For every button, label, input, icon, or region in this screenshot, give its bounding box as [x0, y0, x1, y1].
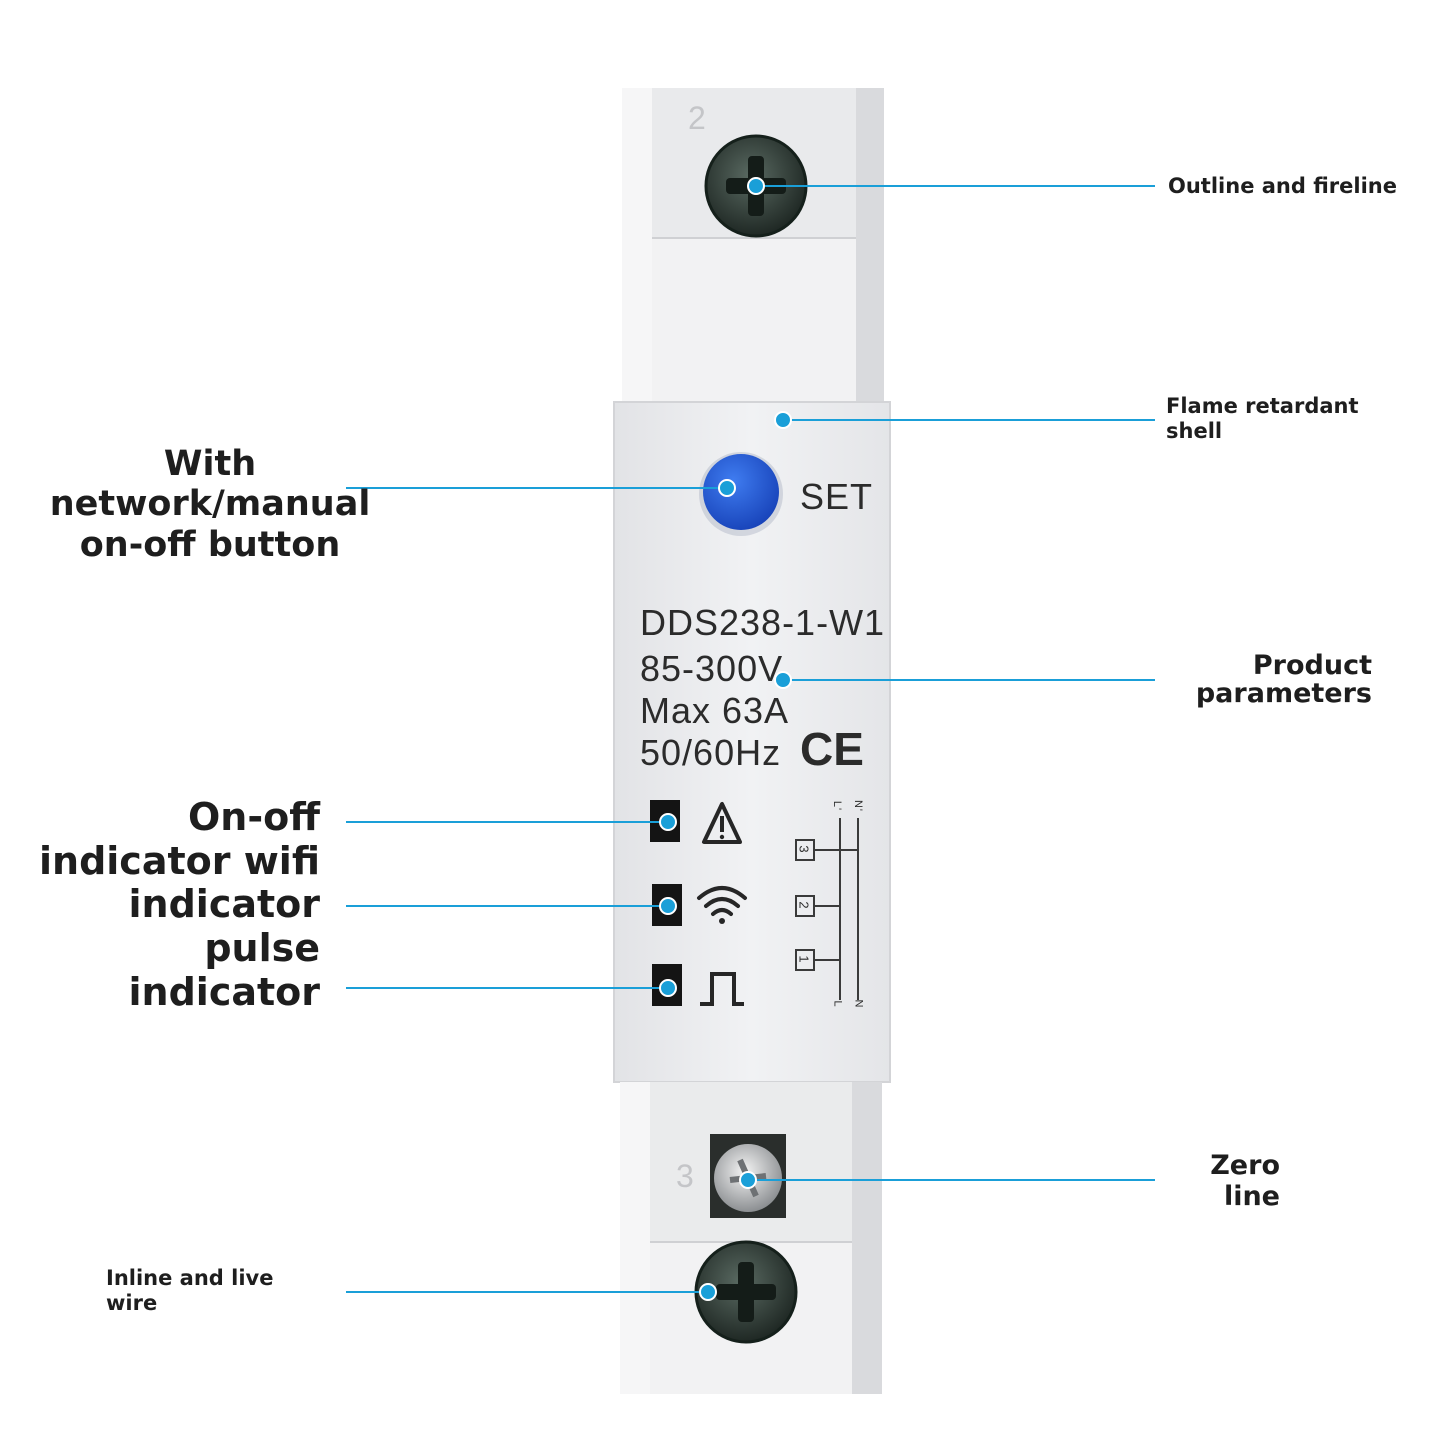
- label-indicators: On-off indicator wifi indicator pulse in…: [38, 795, 320, 1014]
- bottom-terminal-block: [620, 1082, 882, 1394]
- wiring-label-l-bottom: L: [831, 1000, 844, 1008]
- label-product-parameters: Product parameters: [1195, 650, 1372, 710]
- label-set-button: With network/manual on-off button: [49, 444, 371, 565]
- label-inline-live-wire: Inline and live wire: [106, 1266, 274, 1316]
- set-label: SET: [800, 476, 874, 517]
- terminal-number-3: 3: [676, 1158, 695, 1194]
- wifi-icon: [697, 886, 747, 924]
- label-outline-fireline: Outline and fireline: [1168, 174, 1397, 198]
- wiring-diagram: [795, 818, 859, 1000]
- wiring-terminal-1: 1: [796, 955, 812, 964]
- label-flame-retardant-shell: Flame retardant shell: [1166, 394, 1359, 444]
- voltage-rating: 85-300V: [640, 648, 784, 689]
- frequency-rating: 50/60Hz: [640, 732, 782, 773]
- wiring-label-n-top: N': [852, 799, 865, 813]
- label-zero-line: Zero line: [1210, 1150, 1280, 1213]
- wiring-terminal-3: 3: [796, 845, 812, 854]
- wiring-label-l-top: L': [831, 800, 844, 812]
- bottom-screw: [694, 1240, 798, 1344]
- model-number: DDS238-1-W1: [640, 602, 886, 643]
- wiring-terminal-2: 2: [796, 901, 812, 910]
- callout-dots: [659, 177, 792, 1301]
- current-rating: Max 63A: [640, 690, 790, 731]
- pulse-wave-icon: [700, 972, 744, 1006]
- leader-lines: [346, 185, 1155, 1293]
- set-button-graphic: [699, 452, 783, 536]
- wiring-label-n-bottom: N: [852, 999, 865, 1009]
- ce-mark: CE: [800, 723, 864, 775]
- warning-triangle-icon: [702, 802, 742, 844]
- terminal-number-2: 2: [688, 100, 707, 136]
